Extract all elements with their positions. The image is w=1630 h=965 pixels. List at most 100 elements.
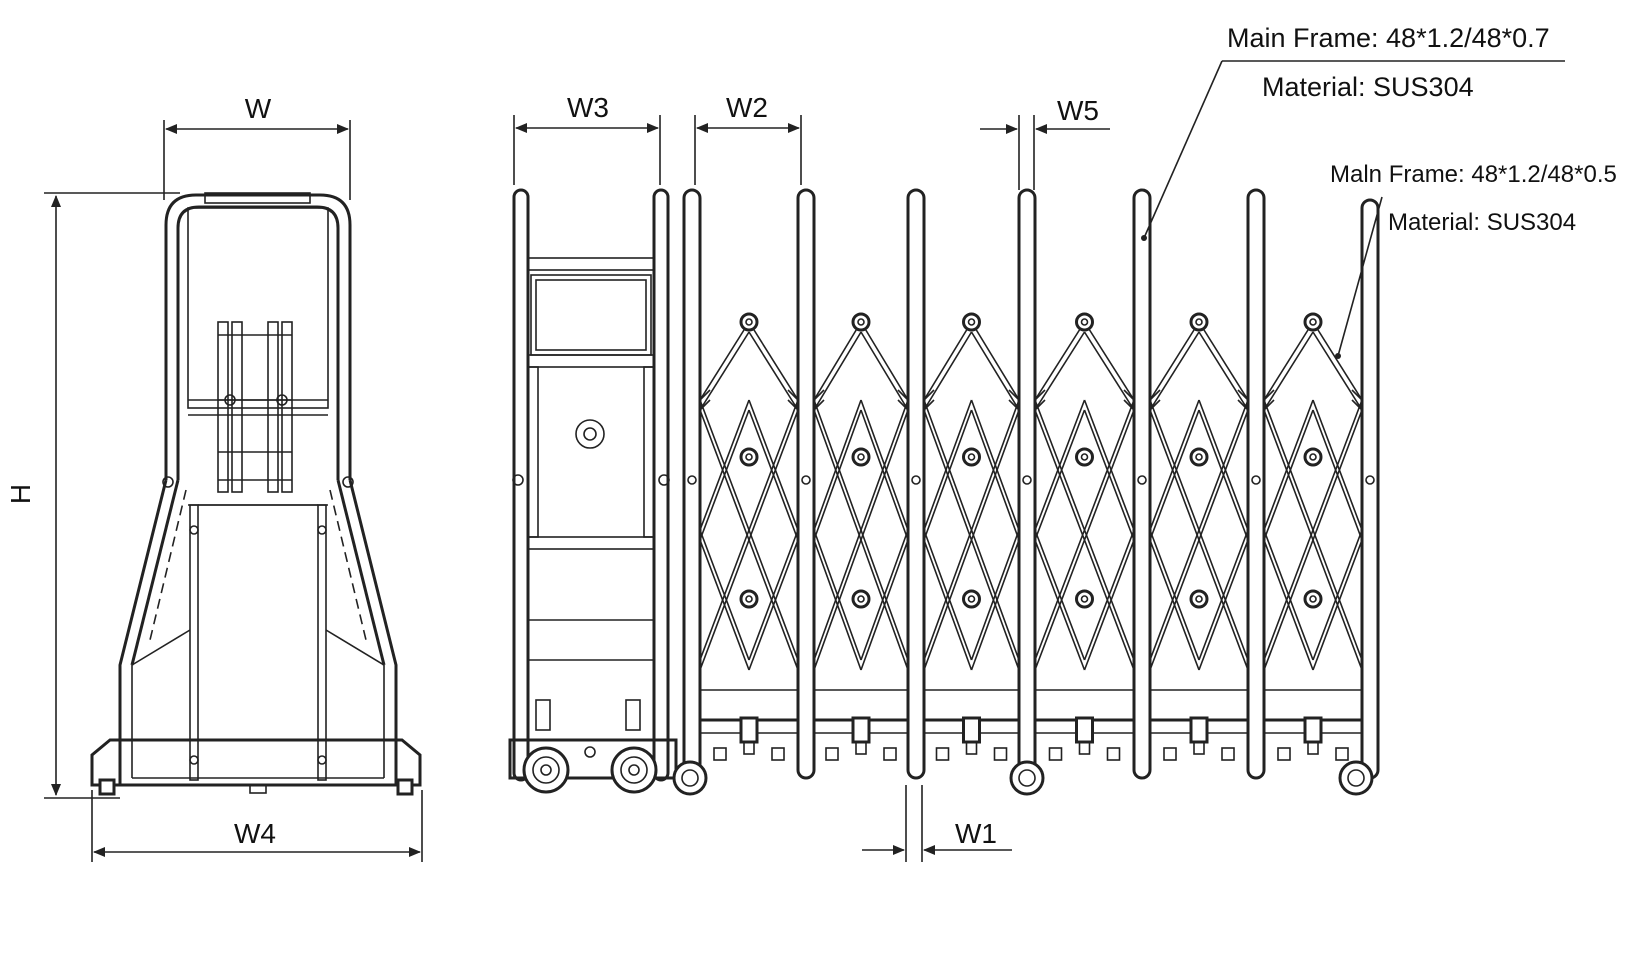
lattice-bar bbox=[748, 321, 799, 401]
post-bolt bbox=[1022, 475, 1032, 485]
lattice-bar bbox=[1312, 331, 1363, 411]
lattice-bar bbox=[1149, 529, 1200, 661]
lattice-bar bbox=[1083, 331, 1135, 411]
lattice-bar bbox=[860, 399, 909, 531]
dimension-w1: W1 bbox=[862, 785, 1012, 862]
rail-latch-foot bbox=[1193, 741, 1205, 755]
lattice-pivot-center bbox=[1309, 453, 1317, 461]
rail-foot bbox=[1106, 747, 1121, 761]
lattice-bar bbox=[1083, 409, 1135, 541]
rail-latch-foot bbox=[1078, 741, 1091, 755]
lattice-bar bbox=[897, 399, 909, 411]
lattice-bar bbox=[813, 399, 825, 411]
lattice-bar bbox=[970, 409, 1020, 541]
lattice-pivot bbox=[1189, 312, 1209, 332]
dimension-w-label: W bbox=[245, 93, 272, 124]
lattice-bar bbox=[1198, 409, 1249, 541]
rail-latch-foot bbox=[1307, 741, 1319, 755]
lattice-bar bbox=[1237, 399, 1249, 411]
lattice-bar bbox=[1198, 399, 1249, 531]
lattice-bar bbox=[1034, 399, 1086, 531]
lattice-pivot-center bbox=[857, 318, 865, 326]
lattice-bar bbox=[1034, 389, 1046, 401]
lattice-bar bbox=[748, 331, 799, 411]
lattice-pivot bbox=[1075, 447, 1094, 467]
lattice-bar bbox=[813, 331, 862, 411]
material-top-label: Material: SUS304 bbox=[1262, 72, 1474, 102]
dimension-w1-label: W1 bbox=[955, 818, 997, 849]
main-frame-top-label: Main Frame: 48*1.2/48*0.7 bbox=[1227, 23, 1550, 53]
lattice-pivot bbox=[1303, 312, 1323, 332]
lattice-bar bbox=[1149, 409, 1200, 541]
lattice-bar bbox=[1351, 399, 1363, 411]
dimension-w5-label: W5 bbox=[1057, 95, 1099, 126]
lattice-bar bbox=[1198, 529, 1249, 661]
lattice-bar bbox=[699, 529, 750, 661]
lattice-bar bbox=[1034, 539, 1086, 671]
lattice-bar bbox=[1034, 529, 1086, 661]
lattice-bar bbox=[1198, 331, 1249, 411]
lattice-pivot-center bbox=[1080, 595, 1089, 603]
lattice-bar bbox=[897, 389, 909, 401]
post-bolt bbox=[911, 475, 921, 485]
lattice-bar bbox=[1123, 399, 1135, 411]
lattice-bar bbox=[748, 399, 799, 531]
lattice-bar bbox=[1149, 321, 1200, 401]
lattice-bar bbox=[699, 389, 711, 401]
lattice-pivot-center bbox=[967, 453, 976, 461]
side-view bbox=[90, 192, 422, 796]
lattice-bar bbox=[923, 399, 935, 411]
post-bolt bbox=[1365, 475, 1375, 485]
main-frame-end-label: Maln Frame: 48*1.2/48*0.5 bbox=[1330, 161, 1617, 188]
gate-wheel-1 bbox=[672, 760, 708, 796]
rail-latch bbox=[962, 716, 981, 744]
lattice-bar bbox=[970, 331, 1020, 411]
dimension-w: W bbox=[163, 93, 351, 200]
lattice-bar bbox=[699, 539, 750, 671]
scissor-lattice bbox=[699, 312, 1363, 691]
lattice-pivot bbox=[851, 589, 871, 609]
rail-foot bbox=[1163, 747, 1177, 761]
lattice-bar bbox=[1034, 321, 1086, 401]
lattice-bar bbox=[923, 529, 973, 661]
lattice-pivot-center bbox=[745, 453, 753, 461]
lattice-pivot-center bbox=[857, 453, 865, 461]
lattice-bar bbox=[813, 399, 862, 531]
dimension-w4-label: W4 bbox=[234, 818, 276, 849]
lattice-bar bbox=[1263, 539, 1314, 671]
lattice-bar bbox=[1149, 399, 1200, 531]
lattice-bar bbox=[1351, 389, 1363, 401]
rail-latch bbox=[851, 716, 871, 744]
lattice-bar bbox=[1237, 389, 1249, 401]
rail-latch-foot bbox=[855, 741, 867, 755]
rail-foot bbox=[713, 747, 727, 761]
lattice-bar bbox=[923, 389, 935, 401]
rail-foot bbox=[935, 747, 950, 761]
rail-latch bbox=[1189, 716, 1209, 744]
rail-foot bbox=[1277, 747, 1291, 761]
rail-latch-foot bbox=[965, 741, 978, 755]
rail-foot bbox=[771, 747, 785, 761]
post-bolt bbox=[1137, 475, 1147, 485]
lattice-pivot bbox=[851, 312, 871, 332]
lattice-bar bbox=[1312, 409, 1363, 541]
lattice-bar bbox=[970, 399, 1020, 531]
rail-latch-foot bbox=[743, 741, 755, 755]
post-bolt bbox=[687, 475, 697, 485]
lattice-pivot-center bbox=[1195, 595, 1203, 603]
front-view bbox=[508, 188, 1380, 796]
lattice-bar bbox=[1263, 321, 1314, 401]
lattice-bar bbox=[813, 409, 862, 541]
rail-latch bbox=[1303, 716, 1323, 744]
lattice-pivot-center bbox=[1195, 318, 1203, 326]
lattice-pivot bbox=[739, 312, 759, 332]
lattice-bar bbox=[813, 529, 862, 661]
lattice-bar bbox=[860, 331, 909, 411]
lattice-bar bbox=[1123, 389, 1135, 401]
dimension-h-label: H bbox=[5, 484, 36, 504]
lattice-bar bbox=[813, 321, 862, 401]
lattice-pivot bbox=[1303, 589, 1323, 609]
lattice-bar bbox=[748, 529, 799, 661]
lattice-bar bbox=[1312, 399, 1363, 531]
lattice-bar bbox=[1263, 389, 1275, 401]
